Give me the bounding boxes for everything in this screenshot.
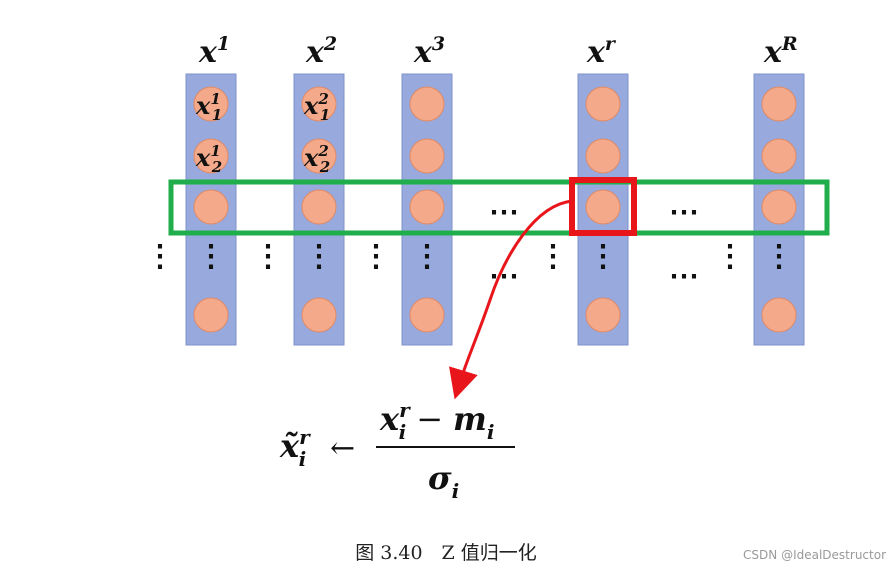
watermark: CSDN @IdealDestructor: [743, 548, 886, 562]
node: [301, 138, 337, 174]
column-header-3: x3: [413, 33, 445, 70]
vertical-ellipsis: ⋮: [412, 239, 442, 274]
node: [193, 86, 229, 122]
node: [585, 86, 621, 122]
pointer-arrow: [449, 199, 573, 400]
node: [409, 138, 445, 174]
vertical-ellipsis: ⋮: [304, 239, 334, 274]
vertical-ellipsis: ⋮: [145, 239, 175, 274]
vertical-ellipsis: ⋮: [196, 239, 226, 274]
node: [193, 297, 229, 333]
horizontal-ellipsis: ⋯: [669, 195, 699, 230]
node: [301, 297, 337, 333]
vertical-ellipsis: ⋮: [361, 239, 391, 274]
node: [409, 86, 445, 122]
node: [585, 297, 621, 333]
cell-highlight-box: [569, 177, 637, 236]
figure-caption: 图 3.40 Z 值归一化: [355, 542, 537, 564]
node: [193, 189, 229, 225]
node: [761, 189, 797, 225]
row-highlight-box: [168, 179, 830, 236]
node: [193, 138, 229, 174]
vertical-ellipsis: ⋮: [538, 239, 568, 274]
vertical-ellipsis: ⋮: [588, 239, 618, 274]
node: [761, 297, 797, 333]
vertical-ellipsis: ⋮: [253, 239, 283, 274]
node: [301, 189, 337, 225]
column-header-r: xr: [586, 33, 617, 70]
vertical-ellipsis: ⋮: [715, 239, 745, 274]
column-header-1: x1: [198, 33, 230, 70]
node: [585, 138, 621, 174]
formula-denominator: σi: [428, 459, 459, 503]
horizontal-ellipsis: ⋯: [669, 259, 699, 294]
node: [761, 138, 797, 174]
node: [301, 86, 337, 122]
node: [761, 86, 797, 122]
node: [585, 189, 621, 225]
column-header-2: x2: [305, 33, 337, 70]
node: [409, 297, 445, 333]
formula-arrow: ←: [330, 431, 355, 466]
horizontal-ellipsis: ⋯: [489, 195, 519, 230]
node: [409, 189, 445, 225]
vertical-ellipsis: ⋮: [764, 239, 794, 274]
column-header-R: xR: [763, 33, 798, 70]
